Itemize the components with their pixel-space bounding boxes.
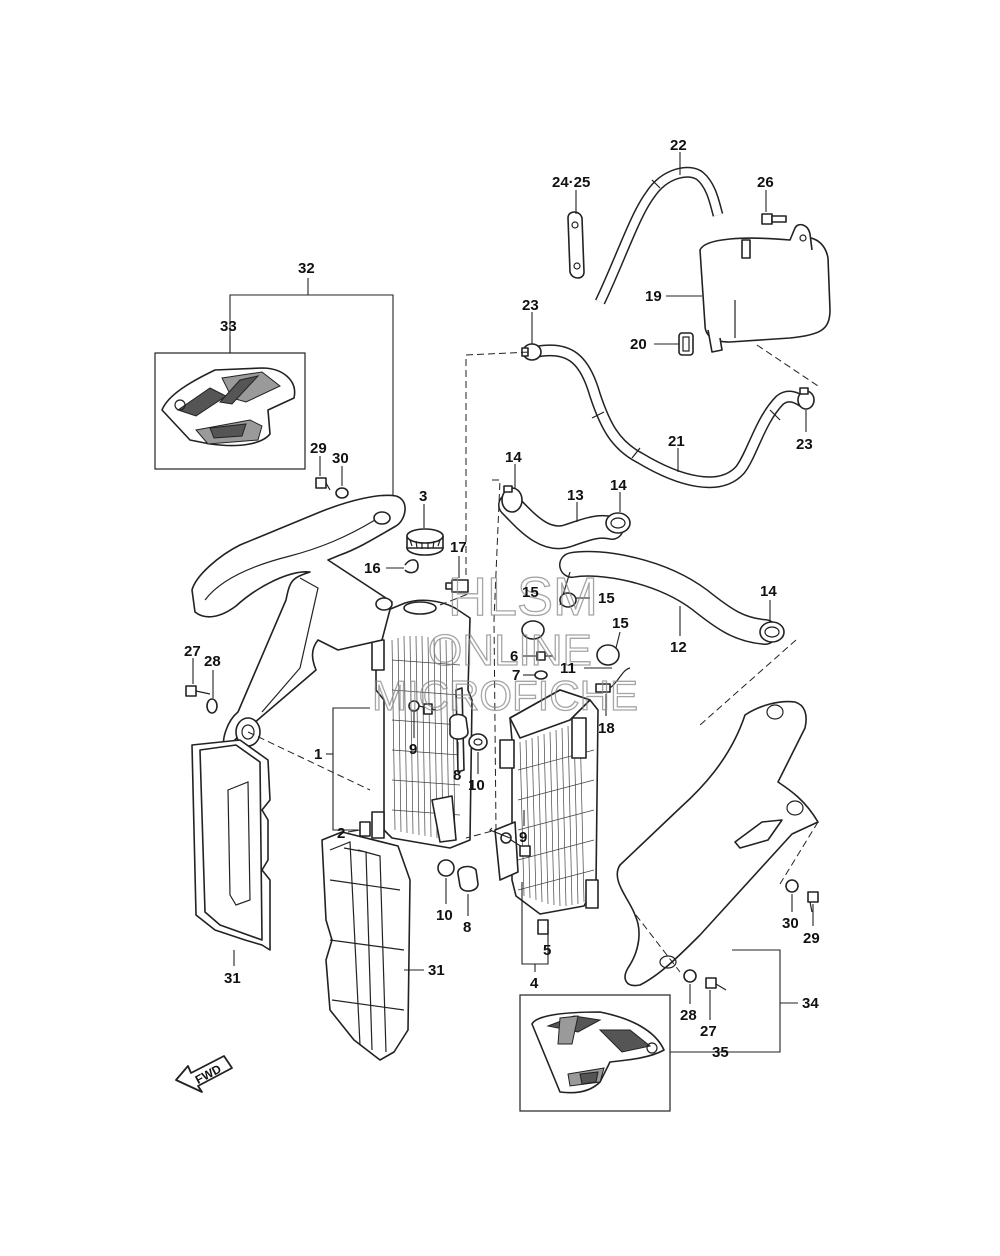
hose-clamp-14a[interactable] bbox=[501, 485, 523, 513]
shroud-decal-right[interactable] bbox=[531, 1011, 665, 1094]
decal-box-right bbox=[519, 994, 671, 1112]
washer-30a[interactable] bbox=[335, 487, 349, 499]
callout-4[interactable]: 4 bbox=[530, 975, 539, 992]
hose-clamp-15a[interactable] bbox=[521, 620, 545, 640]
callout-8-b[interactable]: 8 bbox=[463, 919, 471, 936]
breather-hose[interactable] bbox=[595, 166, 724, 305]
callout-11[interactable]: 11 bbox=[560, 660, 576, 677]
watermark-line1: HLSM bbox=[448, 567, 598, 627]
watermark-line3: MICROFICHE bbox=[372, 672, 638, 719]
hose-clip[interactable] bbox=[567, 211, 585, 279]
hose-clamp-14c[interactable] bbox=[759, 621, 785, 643]
callout-31-a[interactable]: 31 bbox=[224, 970, 241, 987]
washer-28b[interactable] bbox=[683, 969, 697, 983]
callout-31-b[interactable]: 31 bbox=[428, 962, 445, 979]
callout-27-a[interactable]: 27 bbox=[184, 643, 201, 660]
callout-10-a[interactable]: 10 bbox=[468, 777, 485, 794]
radiator-guard-right[interactable] bbox=[321, 831, 411, 1061]
callout-14-c[interactable]: 14 bbox=[760, 583, 777, 600]
callout-30-a[interactable]: 30 bbox=[332, 450, 349, 467]
bolt-6[interactable] bbox=[536, 651, 553, 661]
washer-30b[interactable] bbox=[785, 879, 799, 893]
clip-nut-2[interactable] bbox=[359, 821, 371, 837]
callout-19[interactable]: 19 bbox=[645, 288, 662, 305]
callout-33[interactable]: 33 bbox=[220, 318, 237, 335]
callout-1[interactable]: 1 bbox=[314, 746, 322, 763]
bolt-29a[interactable] bbox=[315, 477, 331, 491]
callout-34[interactable]: 34 bbox=[802, 995, 819, 1012]
clip-16[interactable] bbox=[404, 559, 419, 574]
callout-16[interactable]: 16 bbox=[364, 560, 381, 577]
radiator-guard-left[interactable] bbox=[191, 739, 271, 951]
bolt-27b[interactable] bbox=[705, 977, 727, 991]
hose-clamp-15c[interactable] bbox=[596, 644, 620, 666]
callout-14-b[interactable]: 14 bbox=[610, 477, 627, 494]
callout-5[interactable]: 5 bbox=[543, 942, 551, 959]
radiator-cap[interactable] bbox=[406, 528, 444, 556]
collar-10b[interactable] bbox=[437, 859, 455, 877]
bolt-27a[interactable] bbox=[185, 685, 211, 697]
callout-27-b[interactable]: 27 bbox=[700, 1023, 717, 1040]
callout-23-lower[interactable]: 23 bbox=[796, 436, 813, 453]
callout-35[interactable]: 35 bbox=[712, 1044, 729, 1061]
tank-bolt[interactable] bbox=[761, 213, 787, 225]
rad-bolt-9a[interactable] bbox=[408, 700, 437, 715]
callout-29-b[interactable]: 29 bbox=[803, 930, 820, 947]
callout-15-c[interactable]: 15 bbox=[612, 615, 629, 632]
callouts: 22 24·25 26 19 20 23 23 21 14 13 14 3 17… bbox=[184, 137, 820, 1061]
callout-22[interactable]: 22 bbox=[670, 137, 687, 154]
watermark-line2: ONLINE bbox=[428, 626, 592, 675]
callout-29-a[interactable]: 29 bbox=[310, 440, 327, 457]
fitting-17[interactable] bbox=[445, 579, 469, 593]
hose-clamp-14b[interactable] bbox=[605, 512, 631, 534]
callout-10-b[interactable]: 10 bbox=[436, 907, 453, 924]
callout-28-a[interactable]: 28 bbox=[204, 653, 221, 670]
collar-10a[interactable] bbox=[468, 733, 488, 751]
callout-18[interactable]: 18 bbox=[598, 720, 615, 737]
callout-15-a[interactable]: 15 bbox=[522, 584, 539, 601]
radiator-shroud-right[interactable] bbox=[616, 700, 819, 987]
callout-17[interactable]: 17 bbox=[450, 539, 467, 556]
callout-2[interactable]: 2 bbox=[337, 825, 345, 842]
assembly-lines bbox=[247, 344, 819, 973]
leader-lines bbox=[192, 152, 814, 1053]
callout-7[interactable]: 7 bbox=[512, 667, 520, 684]
callout-21[interactable]: 21 bbox=[668, 433, 685, 450]
grommet-8a[interactable] bbox=[449, 713, 469, 740]
callout-14-a[interactable]: 14 bbox=[505, 449, 522, 466]
bolt-29b[interactable] bbox=[807, 891, 819, 913]
callout-6[interactable]: 6 bbox=[510, 648, 518, 665]
grommet-8b[interactable] bbox=[457, 865, 479, 892]
callout-23-upper[interactable]: 23 bbox=[522, 297, 539, 314]
hose-clamp-lower[interactable] bbox=[797, 387, 815, 410]
shroud-decal-left[interactable] bbox=[161, 367, 296, 447]
hose-clamp-15b[interactable] bbox=[559, 592, 577, 608]
callout-9-a[interactable]: 9 bbox=[409, 741, 417, 758]
radiator-right[interactable] bbox=[494, 689, 599, 915]
callout-9-b[interactable]: 9 bbox=[519, 829, 527, 846]
watermark: HLSM ONLINE MICROFICHE bbox=[371, 566, 638, 719]
clip-nut-5[interactable] bbox=[537, 919, 549, 935]
callout-12[interactable]: 12 bbox=[670, 639, 687, 656]
callout-3[interactable]: 3 bbox=[419, 488, 427, 505]
callout-28-b[interactable]: 28 bbox=[680, 1007, 697, 1024]
callout-20[interactable]: 20 bbox=[630, 336, 647, 353]
washer-28a[interactable] bbox=[206, 698, 218, 714]
temp-sensor[interactable] bbox=[595, 667, 631, 693]
callout-15-b[interactable]: 15 bbox=[598, 590, 615, 607]
tank-cushion[interactable] bbox=[678, 332, 694, 356]
callout-26[interactable]: 26 bbox=[757, 174, 774, 191]
callout-30-b[interactable]: 30 bbox=[782, 915, 799, 932]
reservoir-hose[interactable] bbox=[533, 344, 809, 489]
callout-13[interactable]: 13 bbox=[567, 487, 584, 504]
reservoir-tank[interactable] bbox=[699, 223, 831, 353]
callout-32[interactable]: 32 bbox=[298, 260, 315, 277]
radiator-hose-upper[interactable] bbox=[498, 493, 624, 550]
forward-arrow-icon: FWD bbox=[175, 1055, 233, 1093]
callout-8-a[interactable]: 8 bbox=[453, 767, 461, 784]
callout-24-25[interactable]: 24·25 bbox=[552, 174, 590, 191]
